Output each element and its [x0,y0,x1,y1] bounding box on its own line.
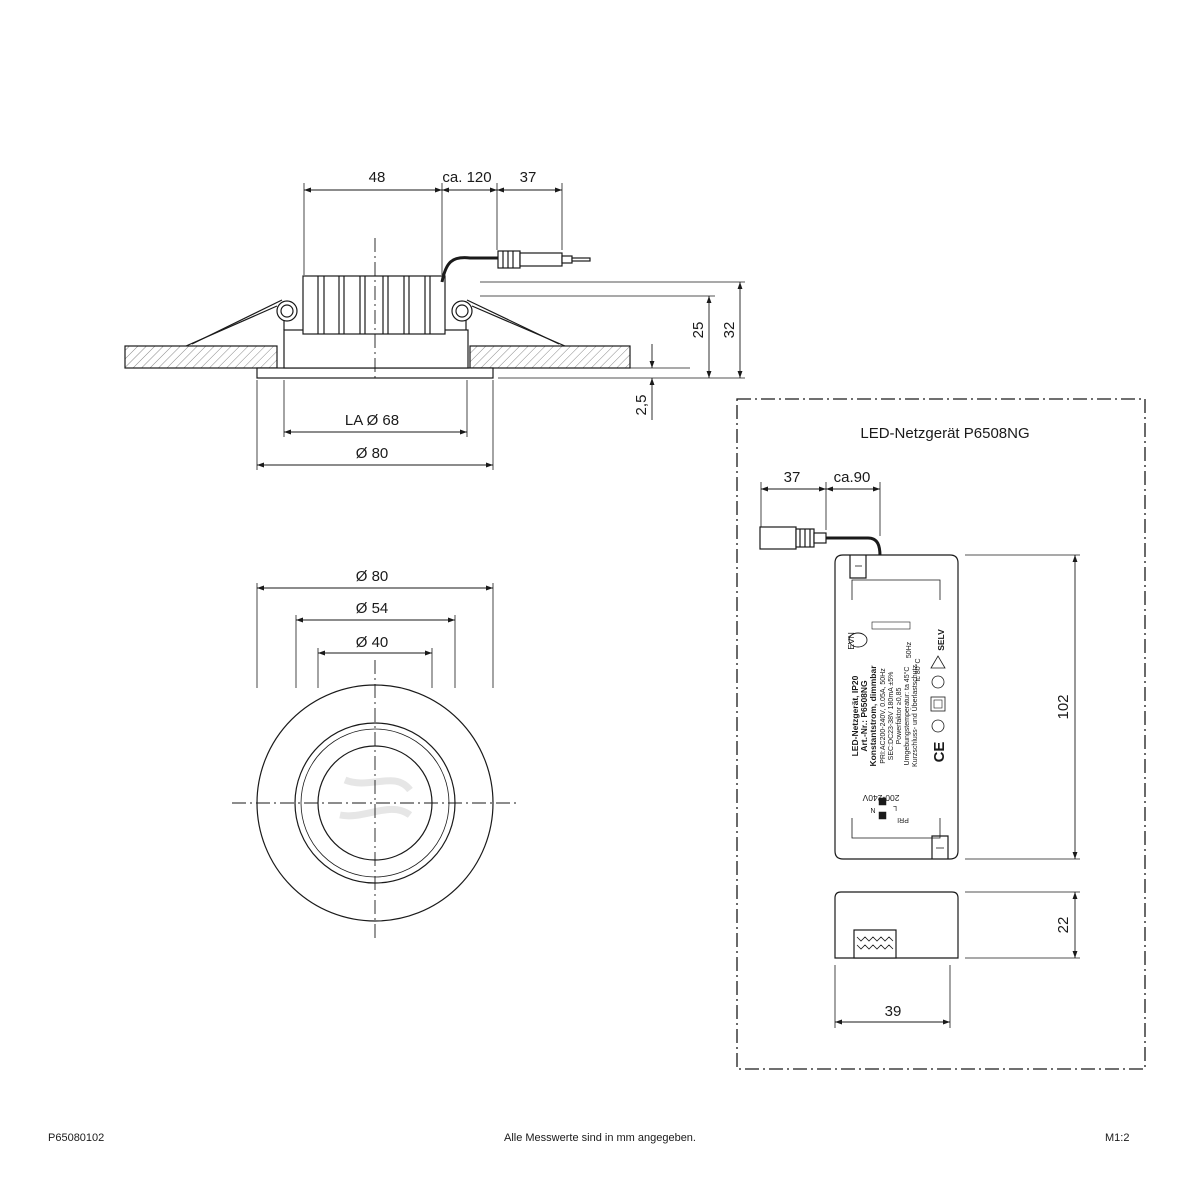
dim-48: 48 [369,169,386,186]
svg-text:200-240V: 200-240V [862,793,899,803]
pin-pri: PRI [897,816,909,823]
ce-mark: CE [931,742,948,763]
scale-label: M1:2 [1105,1132,1130,1144]
safety-symbol-box [930,696,946,712]
label-line5: SEC:DC23-38V 180mA ±5% [888,672,895,761]
driver-body [834,554,959,860]
driver-notch-bottom [931,835,949,859]
driver-side-view [834,891,959,959]
side-view [124,183,745,470]
tc-rating: tc 80°C [914,658,922,681]
driver-dim-22: 22 [1055,917,1072,934]
dim-cable-120: ca. 120 [442,169,491,186]
ceiling-left [124,345,278,369]
housing [283,329,469,369]
safety-symbol-circle [931,675,945,689]
driver-dim-37: 37 [784,469,801,486]
driver-connector [759,526,797,550]
pin-n: N [870,806,875,813]
pin-l: L [893,804,897,811]
dim-2-5: 2,5 [633,395,650,416]
driver-dim-39: 39 [885,1003,902,1020]
lens-reflection [339,776,413,820]
dim-outer-80: Ø 80 [356,445,389,462]
top-view [232,583,518,940]
article-code: P65080102 [48,1132,105,1144]
driver-dim-labels: 37 ca.90 102 22 39 [784,469,1072,1020]
label-line2: Art.-Nr.: P6508NG [859,680,869,752]
label-line4: PRI:AC200-240V, 0.05A, 50Hz [880,668,887,764]
driver-title: LED-Netzgerät P6508NG [860,425,1029,442]
voltage-label: 200-240V [862,793,899,803]
brand-text: EVN [846,632,856,649]
heatsink [302,275,446,335]
label-line7: Umgebungstemperatur: ta 45°C [903,667,911,766]
spring-left [185,299,298,347]
label-line3: Konstantstrom, dimmbar [868,665,878,767]
driver-label: LED-Netzgerät, IP20 Art.-Nr.: P6508NG Ko… [846,632,919,767]
selv-mark: SELV [936,629,946,651]
driver-notch-top [849,555,867,579]
driver-dim-cable-90: ca.90 [834,469,871,486]
brand-logo [848,632,868,648]
safety-symbol-triangle [930,655,946,669]
dim-32: 32 [721,322,738,339]
plug [497,250,591,269]
label-line6: Powerfaktor ≥0,85 [896,688,903,745]
units-note: Alle Messwerte sind in mm angegeben. [504,1132,696,1144]
top-view-labels: Ø 80 Ø 54 Ø 40 [356,568,389,651]
driver-frame [736,398,1146,1070]
driver-cable [826,536,882,557]
hz-rating: 50Hz [906,641,913,658]
side-view-labels: 48 ca. 120 37 25 32 2,5 LA Ø 68 Ø 80 [345,169,738,462]
dim-plug-37: 37 [520,169,537,186]
cable [440,256,500,283]
dim-d40: Ø 40 [356,634,389,651]
driver-dim-102: 102 [1055,694,1072,719]
driver-top-view [759,482,1080,1028]
dim-d54: Ø 54 [356,600,389,617]
spring-right [451,299,566,347]
dim-la-68: LA Ø 68 [345,412,399,429]
label-line8: Kurzschluss- und Überlastschutz [911,665,919,767]
ceiling-right [469,345,631,369]
terminal-block [853,929,897,959]
label-line1: LED-Netzgerät, IP20 [850,675,860,756]
dim-d80: Ø 80 [356,568,389,585]
dim-25: 25 [690,322,707,339]
